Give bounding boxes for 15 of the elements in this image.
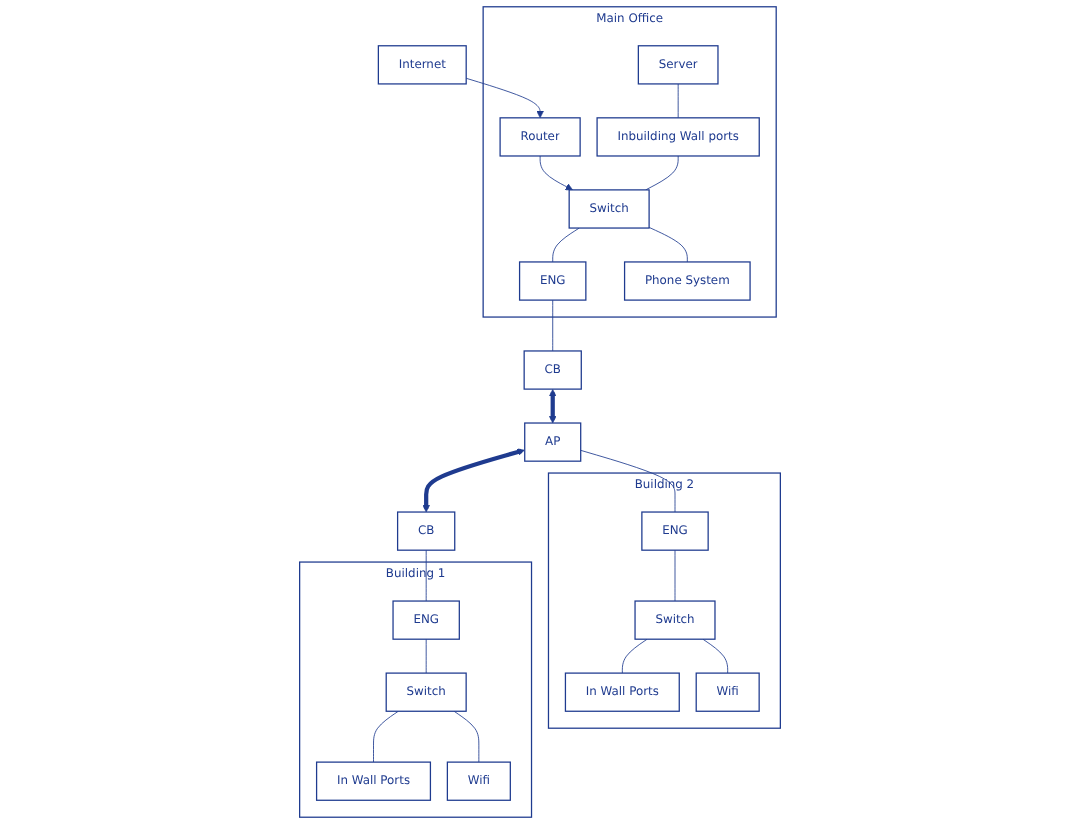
- connector: [674, 549, 676, 602]
- connector: [552, 227, 580, 263]
- connector: [425, 549, 427, 602]
- connector: [645, 155, 679, 191]
- connector: [648, 226, 688, 263]
- connector: [621, 638, 648, 674]
- connector: [677, 83, 679, 119]
- arrow: [549, 389, 557, 424]
- connector: [552, 299, 554, 352]
- connector: [453, 710, 480, 763]
- connector: [425, 638, 427, 674]
- connector: [702, 638, 729, 674]
- connector: [373, 710, 399, 763]
- connector: [580, 449, 676, 513]
- arrow: [422, 448, 525, 513]
